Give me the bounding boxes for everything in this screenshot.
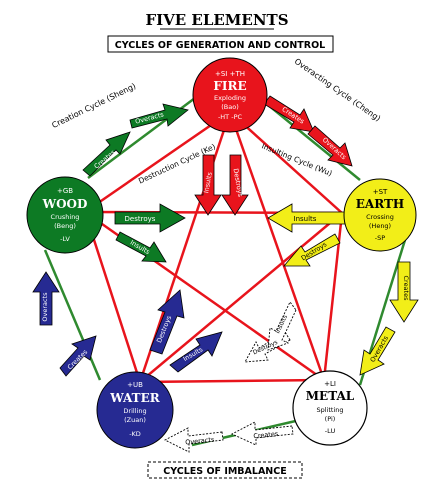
arrow-water-insults-earth bbox=[169, 331, 223, 373]
footer-label: CYCLES OF IMBALANCE bbox=[163, 466, 286, 477]
metal-pinyin: (Pi) bbox=[325, 415, 336, 423]
label-water-overacts: Overacts bbox=[41, 292, 49, 322]
wood-organs: -LV bbox=[60, 235, 70, 243]
diagram-subtitle: CYCLES OF GENERATION AND CONTROL bbox=[115, 40, 325, 51]
earth-circle bbox=[343, 178, 417, 252]
wood-quality: Crushing bbox=[51, 213, 80, 221]
pentagram-outer bbox=[83, 110, 344, 384]
label-metal-creates: Creates bbox=[253, 430, 279, 441]
fire-quality: Exploding bbox=[214, 94, 246, 102]
metal-name: METAL bbox=[306, 389, 355, 403]
arrow-wood-destroys-earth bbox=[114, 203, 186, 233]
arrow-fire-creates-earth bbox=[263, 95, 315, 133]
arrow-water-destroys-fire bbox=[149, 289, 185, 355]
water-organs: -KD bbox=[129, 430, 141, 438]
label-fire-insults: Insults bbox=[202, 171, 214, 194]
element-earth[interactable]: +ST EARTH Crossing (Heng) -SP bbox=[343, 178, 417, 252]
arrow-metal-creates-water bbox=[230, 421, 294, 446]
arrow-fire-destroys bbox=[221, 154, 249, 216]
fire-right-arrows bbox=[263, 95, 353, 167]
earth-name: EARTH bbox=[356, 197, 405, 211]
fire-channels: +SI +TH bbox=[215, 70, 245, 78]
metal-circle bbox=[292, 370, 368, 446]
arrow-wood-creates-fire-2 bbox=[129, 103, 189, 129]
subtitle-box bbox=[107, 35, 334, 53]
earth-quality: Crossing bbox=[366, 213, 394, 221]
metal-quality: Splitting bbox=[316, 406, 343, 414]
label-metal-overacts: Overacts bbox=[185, 435, 215, 446]
diagram-title: FIVE ELEMENTS bbox=[145, 11, 288, 29]
earth-pinyin: (Heng) bbox=[369, 222, 391, 230]
element-wood[interactable]: +GB WOOD Crushing (Beng) -LV bbox=[26, 176, 104, 254]
arrow-fire-overacts-earth bbox=[307, 125, 353, 167]
footer-box bbox=[147, 461, 303, 479]
earth-channels: +ST bbox=[373, 188, 388, 196]
label-earth-creates: Creates bbox=[402, 276, 410, 302]
fire-name: FIRE bbox=[213, 79, 246, 93]
element-water[interactable]: +UB WATER Drilling (Zuan) -KD bbox=[96, 371, 174, 449]
wood-name: WOOD bbox=[42, 197, 88, 211]
water-quality: Drilling bbox=[123, 407, 146, 415]
arrow-earth-creates-metal bbox=[389, 261, 419, 323]
water-name: WATER bbox=[109, 391, 160, 405]
metal-arrows bbox=[164, 301, 297, 453]
line-water-wood bbox=[43, 249, 102, 381]
earth-arrows bbox=[267, 203, 419, 376]
water-arrows bbox=[32, 271, 223, 377]
fire-pinyin: (Bao) bbox=[221, 103, 239, 111]
arrow-earth-insults-wood bbox=[267, 203, 346, 233]
fire-organs: -HT -PC bbox=[218, 113, 243, 121]
label-creation-cycle: Creation Cycle (Sheng) bbox=[50, 81, 137, 130]
arrow-metal-insults-fire bbox=[267, 301, 297, 351]
wood-arrows bbox=[82, 103, 189, 263]
arrow-wood-insults-metal bbox=[115, 231, 167, 263]
arrow-water-creates-wood-1 bbox=[59, 335, 97, 377]
element-metal[interactable]: +LI METAL Splitting (Pi) -LU bbox=[292, 370, 368, 446]
arrow-water-overacts-wood bbox=[32, 271, 60, 326]
fire-downward-arrows bbox=[194, 154, 249, 216]
line-fire-earth bbox=[261, 99, 361, 181]
arrow-earth-destroys-water bbox=[283, 233, 341, 267]
fire-circle bbox=[192, 57, 268, 133]
arrow-fire-insults bbox=[194, 154, 222, 216]
wood-circle bbox=[26, 176, 104, 254]
earth-organs: -SP bbox=[375, 234, 385, 242]
arrow-metal-overacts-water bbox=[164, 427, 224, 453]
arrow-wood-creates-fire-1 bbox=[82, 131, 131, 177]
element-fire[interactable]: +SI +TH FIRE Exploding (Bao) -HT -PC bbox=[192, 57, 268, 133]
metal-organs: -LU bbox=[325, 427, 336, 435]
wood-pinyin: (Beng) bbox=[54, 222, 76, 230]
water-circle bbox=[96, 371, 174, 449]
water-channels: +UB bbox=[127, 381, 143, 389]
arrow-earth-overacts-metal bbox=[359, 326, 396, 376]
water-pinyin: (Zuan) bbox=[124, 416, 146, 424]
label-wood-destroys: Destroys bbox=[125, 215, 156, 223]
wood-channels: +GB bbox=[57, 187, 73, 195]
label-earth-insults: Insults bbox=[294, 215, 317, 223]
metal-channels: +LI bbox=[324, 380, 336, 388]
